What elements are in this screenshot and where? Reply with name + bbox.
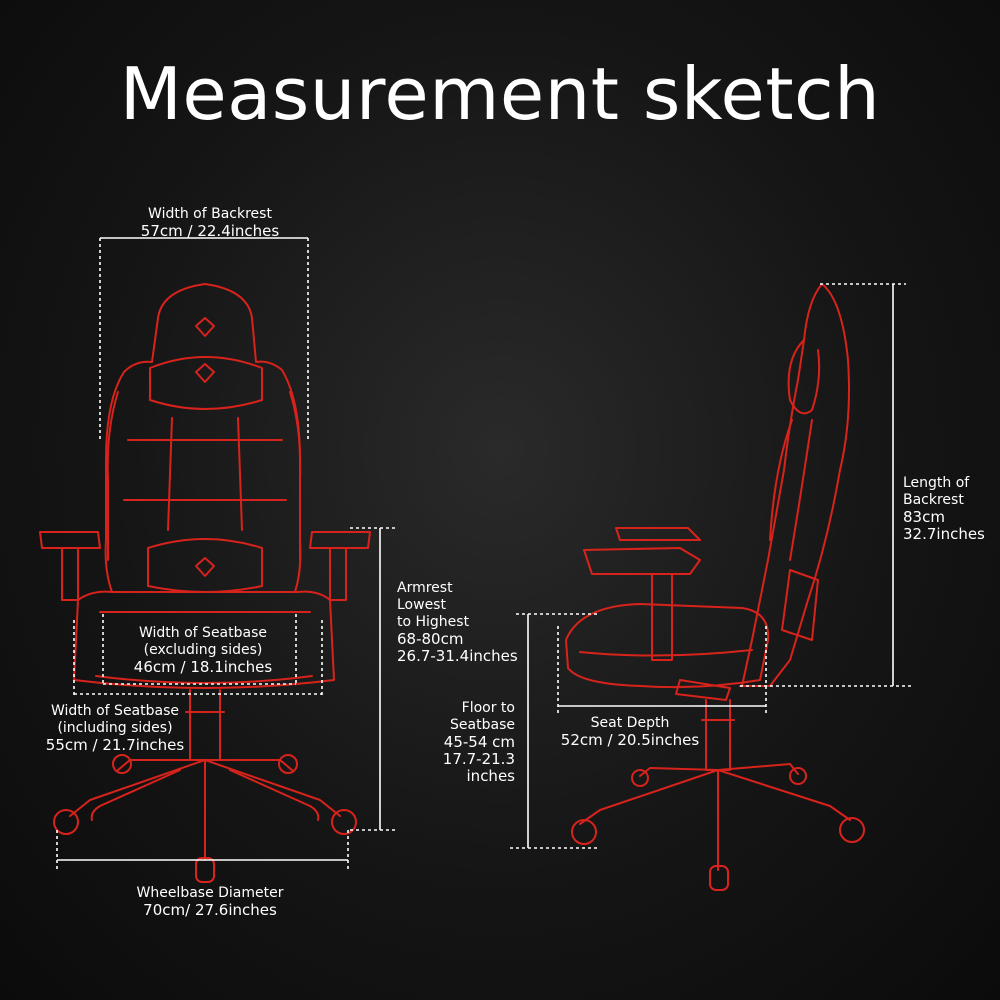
backrest-length-label: Length of Backrest 83cm 32.7inches bbox=[903, 475, 998, 543]
armrest-value-1: 68-80cm bbox=[397, 630, 464, 648]
floor-seat-label: Floor to Seatbase 45-54 cm 17.7-21.3 inc… bbox=[390, 700, 515, 785]
backrest-width-label: Width of Backrest 57cm / 22.4inches bbox=[110, 206, 310, 240]
backrest-length-title-2: Backrest bbox=[903, 492, 964, 508]
armrest-value-2: 26.7-31.4inches bbox=[397, 647, 518, 665]
seatbase-including-value: 55cm / 21.7inches bbox=[45, 736, 185, 754]
page-title: Measurement sketch bbox=[119, 52, 881, 136]
armrest-title-2: Lowest bbox=[397, 597, 446, 613]
side-chair-sketch bbox=[565, 283, 865, 891]
seat-depth-label: Seat Depth 52cm / 20.5inches bbox=[555, 715, 705, 749]
wheelbase-label: Wheelbase Diameter 70cm/ 27.6inches bbox=[120, 885, 300, 919]
floor-seat-value-2: 17.7-21.3 inches bbox=[442, 750, 515, 785]
seatbase-excluding-subtitle: (excluding sides) bbox=[143, 642, 263, 658]
backrest-width-value: 57cm / 22.4inches bbox=[140, 222, 280, 240]
armrest-label: Armrest Lowest to Highest 68-80cm 26.7-3… bbox=[397, 580, 527, 665]
seatbase-including-title: Width of Seatbase bbox=[50, 703, 179, 719]
seatbase-excluding-value: 46cm / 18.1inches bbox=[133, 658, 273, 676]
wheelbase-value: 70cm/ 27.6inches bbox=[143, 901, 277, 919]
floor-seat-title-2: Seatbase bbox=[450, 717, 515, 733]
seatbase-excluding-title: Width of Seatbase bbox=[138, 625, 267, 641]
backrest-length-value-2: 32.7inches bbox=[903, 525, 985, 543]
seatbase-including-label: Width of Seatbase (including sides) 55cm… bbox=[40, 703, 190, 754]
armrest-title-1: Armrest bbox=[397, 580, 453, 596]
front-chair-sketch bbox=[39, 283, 371, 883]
seat-depth-title: Seat Depth bbox=[590, 715, 670, 731]
armrest-title-3: to Highest bbox=[397, 614, 470, 630]
backrest-length-value-1: 83cm bbox=[903, 508, 945, 526]
wheelbase-title: Wheelbase Diameter bbox=[136, 885, 284, 901]
seat-depth-value: 52cm / 20.5inches bbox=[560, 731, 700, 749]
floor-seat-value-1: 45-54 cm bbox=[443, 733, 515, 751]
dimension-lines bbox=[56, 237, 914, 872]
seatbase-including-subtitle: (including sides) bbox=[57, 720, 173, 736]
seatbase-excluding-label: Width of Seatbase (excluding sides) 46cm… bbox=[118, 625, 288, 676]
backrest-length-title-1: Length of bbox=[903, 475, 970, 491]
floor-seat-title-1: Floor to bbox=[461, 700, 515, 716]
backrest-width-title: Width of Backrest bbox=[148, 206, 272, 222]
